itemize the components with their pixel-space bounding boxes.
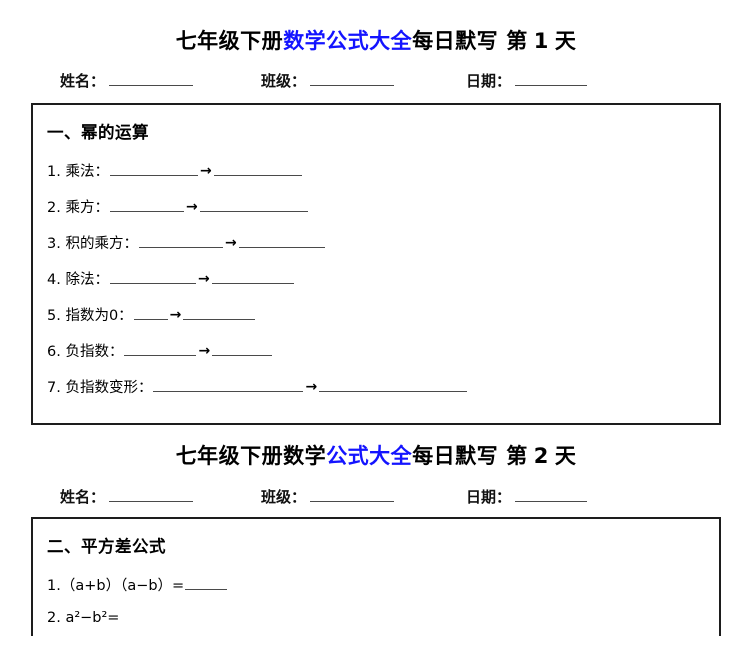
- section-box-2: 二、平方差公式 1.（a+b）（a−b）= 2. a²−b²=: [31, 516, 721, 636]
- name-input-blank[interactable]: [109, 71, 194, 87]
- name-input-blank[interactable]: [109, 487, 194, 502]
- date-label: 日期：: [466, 487, 512, 506]
- formula-item: 5. 指数为0： →: [33, 304, 719, 325]
- formula-item: 1.（a+b）（a−b）=: [33, 574, 719, 595]
- title-highlight: 数学公式大全: [283, 29, 413, 53]
- formula-item: 4. 除法： →: [33, 268, 719, 289]
- answer-blank-left[interactable]: [109, 198, 184, 213]
- title-suffix: 每日默写: [412, 29, 499, 53]
- section-heading-2: 二、平方差公式: [47, 536, 166, 556]
- title-highlight: 公式大全: [326, 444, 413, 469]
- formula-item: 3. 积的乘方： →: [33, 232, 719, 253]
- title-day-number: 1: [533, 29, 549, 53]
- answer-blank-right[interactable]: [238, 234, 325, 249]
- answer-blank-right[interactable]: [211, 270, 294, 285]
- arrow-icon: →: [199, 163, 212, 180]
- section-heading-1: 一、幂的运算: [47, 123, 149, 143]
- date-label: 日期：: [466, 72, 512, 91]
- formula-label: 4. 除法：: [47, 272, 109, 289]
- title-day-unit: 天: [554, 29, 577, 53]
- answer-blank-right[interactable]: [199, 198, 308, 213]
- formula-item: 2. a²−b²=: [33, 610, 719, 626]
- formula-label: 2. 乘方：: [47, 200, 109, 217]
- title-day-word: 第: [506, 444, 528, 469]
- formula-label: 1.（a+b）（a−b）=: [47, 577, 185, 594]
- arrow-icon: →: [197, 271, 210, 288]
- answer-blank-right[interactable]: [183, 306, 256, 321]
- title-day-word: 第: [506, 29, 528, 53]
- formula-label: 2. a²−b²=: [47, 609, 120, 626]
- title-prefix: 七年级下册数学: [175, 444, 327, 469]
- formula-label: 5. 指数为0：: [47, 308, 133, 325]
- answer-blank-left[interactable]: [109, 270, 196, 285]
- name-label: 姓名：: [60, 72, 106, 91]
- answer-blank-left[interactable]: [185, 576, 228, 590]
- date-input-blank[interactable]: [515, 487, 588, 502]
- title-suffix: 每日默写: [412, 444, 499, 469]
- arrow-icon: →: [224, 235, 237, 252]
- meta-row-day-1: 姓名： 班级： 日期：: [0, 70, 752, 91]
- meta-row-day-2: 姓名： 班级： 日期：: [0, 486, 752, 507]
- name-field-group: 姓名：: [60, 70, 194, 91]
- answer-blank-right[interactable]: [319, 378, 468, 393]
- formula-label: 7. 负指数变形：: [47, 380, 153, 397]
- date-input-blank[interactable]: [515, 71, 588, 87]
- formula-item: 7. 负指数变形： →: [33, 376, 719, 397]
- answer-blank-left[interactable]: [133, 306, 168, 321]
- formula-item: 6. 负指数： →: [33, 340, 719, 361]
- title-prefix: 七年级下册: [175, 29, 284, 53]
- arrow-icon: →: [169, 307, 182, 324]
- answer-blank-right[interactable]: [212, 342, 273, 357]
- name-field-group: 姓名：: [60, 486, 194, 507]
- date-field-group: 日期：: [466, 70, 588, 91]
- arrow-icon: →: [198, 343, 211, 360]
- formula-label: 1. 乘法：: [47, 164, 109, 181]
- class-input-blank[interactable]: [310, 71, 395, 87]
- answer-blank-left[interactable]: [109, 162, 198, 177]
- date-field-group: 日期：: [466, 486, 588, 507]
- title-day-number: 2: [533, 444, 549, 469]
- formula-label: 6. 负指数：: [47, 344, 124, 361]
- answer-blank-right[interactable]: [213, 162, 302, 177]
- title-day-unit: 天: [554, 444, 577, 469]
- name-label: 姓名：: [60, 487, 106, 506]
- formula-item: 1. 乘法： →: [33, 160, 719, 181]
- class-field-group: 班级：: [261, 486, 395, 507]
- answer-blank-left[interactable]: [138, 234, 223, 249]
- section-box-1: 一、幂的运算 1. 乘法： → 2. 乘方： → 3. 积的乘方： → 4: [31, 103, 721, 426]
- arrow-icon: →: [185, 199, 198, 216]
- arrow-icon: →: [305, 379, 318, 396]
- class-label: 班级：: [261, 72, 307, 91]
- answer-blank-left[interactable]: [124, 342, 197, 357]
- formula-item: 2. 乘方： →: [33, 196, 719, 217]
- answer-blank-left[interactable]: [153, 378, 304, 393]
- class-field-group: 班级：: [261, 70, 395, 91]
- formula-label: 3. 积的乘方：: [47, 236, 138, 253]
- class-input-blank[interactable]: [310, 487, 395, 502]
- class-label: 班级：: [261, 487, 307, 506]
